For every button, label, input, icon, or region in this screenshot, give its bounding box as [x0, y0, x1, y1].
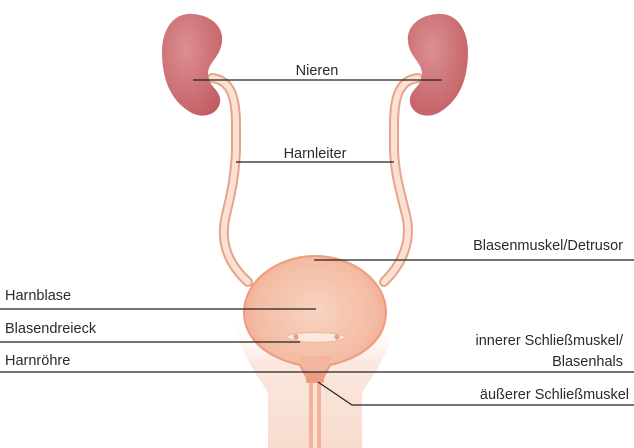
- kidney-right: [408, 14, 468, 116]
- label-nieren: Nieren: [296, 63, 339, 79]
- external-sphincter: [306, 373, 324, 383]
- label-harnroehre: Harnröhre: [5, 353, 70, 369]
- kidney-left: [162, 14, 222, 116]
- label-detrusor: Blasenmuskel/Detrusor: [473, 238, 623, 254]
- ureter-opening-left: [293, 334, 298, 339]
- label-harnleiter: Harnleiter: [284, 146, 347, 162]
- label-innerer-schliessmuskel: innerer Schließmuskel/: [476, 333, 624, 349]
- label-aeusserer-schliessmuskel: äußerer Schließmuskel: [480, 387, 629, 403]
- label-harnblase: Harnblase: [5, 288, 71, 304]
- label-blasendreieck: Blasendreieck: [5, 321, 97, 337]
- ureter-opening-right: [334, 334, 339, 339]
- label-blasenhals: Blasenhals: [552, 354, 623, 370]
